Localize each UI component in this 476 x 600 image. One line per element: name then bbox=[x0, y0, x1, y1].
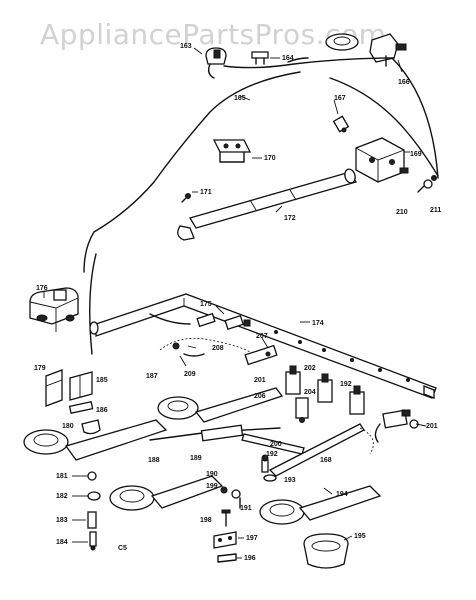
callout-175: 175 bbox=[200, 301, 212, 308]
leader-lines-lower bbox=[72, 475, 353, 559]
tube-165-long bbox=[83, 71, 301, 273]
callout-261: 201 bbox=[426, 423, 438, 430]
part-183-orifice bbox=[87, 511, 97, 529]
part-186-tube bbox=[68, 401, 94, 414]
callout-201: 201 bbox=[254, 377, 266, 384]
leader-lines bbox=[43, 47, 427, 427]
part-189-tube bbox=[149, 424, 281, 442]
part-210-211-fittings bbox=[417, 175, 437, 193]
burner-cap-top bbox=[325, 33, 359, 51]
part-166-valve bbox=[369, 33, 407, 67]
callout-182: 182 bbox=[56, 493, 68, 500]
part-188-tube bbox=[268, 423, 374, 477]
part-201-valve bbox=[285, 365, 301, 395]
part-174-manifold-pipe bbox=[89, 293, 437, 399]
part-185-bracket bbox=[69, 371, 93, 401]
part-292-valve bbox=[349, 385, 365, 415]
part-171-screw bbox=[181, 193, 191, 203]
callout-204: 204 bbox=[304, 389, 316, 396]
part-167-fitting bbox=[332, 115, 350, 133]
burner-left-rear bbox=[157, 387, 284, 423]
part-172-oven-burner-tube bbox=[177, 168, 357, 241]
footer-code: C5 bbox=[118, 545, 127, 552]
callout-202: 202 bbox=[304, 365, 316, 372]
callout-190: 190 bbox=[206, 471, 218, 478]
callout-196: 196 bbox=[244, 555, 256, 562]
callout-171: 171 bbox=[200, 189, 212, 196]
tube-167 bbox=[329, 77, 439, 177]
callout-195: 195 bbox=[354, 533, 366, 540]
callout-180: 180 bbox=[62, 423, 74, 430]
callout-188: 188 bbox=[148, 457, 160, 464]
tube-left-lower bbox=[89, 253, 97, 355]
part-207-valve bbox=[159, 337, 278, 366]
callout-199: 199 bbox=[206, 483, 218, 490]
part-198-screw bbox=[221, 509, 231, 527]
callout-176: 176 bbox=[36, 285, 48, 292]
burner-front-right-lower bbox=[259, 485, 382, 525]
callout-165: 165 bbox=[234, 95, 246, 102]
burner-cap-inner bbox=[333, 36, 351, 46]
gas-line-top-branch bbox=[287, 57, 309, 63]
part-right-valve-block bbox=[374, 409, 411, 443]
callout-209: 209 bbox=[184, 371, 196, 378]
burner-front-left-lower bbox=[109, 475, 224, 511]
callout-168: 168 bbox=[320, 457, 332, 464]
part-204-valve bbox=[295, 397, 309, 423]
callout-194: 194 bbox=[336, 491, 348, 498]
callout-207: 207 bbox=[256, 333, 268, 340]
callout-labels: 163 164 166 165 167 170 169 171 172 210 … bbox=[34, 43, 441, 562]
gas-line-top bbox=[223, 57, 395, 69]
part-182-washer bbox=[87, 491, 101, 501]
callout-192: 192 bbox=[266, 451, 278, 458]
callout-181: 181 bbox=[56, 473, 68, 480]
part-175-fittings bbox=[149, 312, 251, 331]
callout-189: 189 bbox=[190, 455, 202, 462]
callout-200: 200 bbox=[270, 441, 282, 448]
callout-185: 185 bbox=[96, 377, 108, 384]
callout-183: 183 bbox=[56, 517, 68, 524]
callout-167: 167 bbox=[334, 95, 346, 102]
part-197-bracket bbox=[213, 531, 237, 549]
callout-211: 211 bbox=[430, 207, 441, 214]
callout-172: 172 bbox=[284, 215, 296, 222]
part-196-clip bbox=[217, 553, 237, 563]
callout-164: 164 bbox=[282, 55, 294, 62]
part-179-bracket bbox=[45, 369, 63, 407]
part-170-bracket-top bbox=[212, 139, 252, 163]
part-191-fitting bbox=[231, 489, 241, 509]
part-169-valve-block bbox=[355, 137, 409, 183]
part-193-fitting bbox=[263, 474, 277, 482]
part-202-valve bbox=[317, 373, 333, 403]
burner-left-front bbox=[23, 419, 168, 461]
callout-191: 191 bbox=[240, 505, 252, 512]
part-208-209-fittings bbox=[172, 342, 205, 357]
callout-210: 210 bbox=[396, 209, 408, 216]
callout-292: 192 bbox=[340, 381, 352, 388]
callout-208: 208 bbox=[212, 345, 224, 352]
callout-193: 193 bbox=[284, 477, 296, 484]
callout-179: 179 bbox=[34, 365, 46, 372]
callout-163: 163 bbox=[180, 43, 192, 50]
callout-197: 197 bbox=[246, 535, 258, 542]
part-176-regulator bbox=[29, 287, 79, 332]
part-164-bracket bbox=[251, 51, 269, 65]
part-199-fitting bbox=[220, 486, 228, 494]
part-192-screw bbox=[261, 454, 269, 473]
part-184-spud bbox=[89, 531, 97, 551]
callout-186: 186 bbox=[96, 407, 108, 414]
callout-184: 184 bbox=[56, 539, 68, 546]
callout-187: 187 bbox=[146, 373, 158, 380]
part-163-ignitor bbox=[205, 47, 227, 79]
part-180-orifice-cup bbox=[81, 419, 101, 435]
callout-169: 169 bbox=[410, 151, 422, 158]
callout-166: 166 bbox=[398, 79, 410, 86]
callout-206: 206 bbox=[254, 393, 266, 400]
callout-198: 198 bbox=[200, 517, 212, 524]
callout-174: 174 bbox=[312, 320, 324, 327]
callout-170: 170 bbox=[264, 155, 276, 162]
part-181-nut bbox=[87, 471, 97, 481]
part-195-burner-cap bbox=[303, 533, 349, 569]
